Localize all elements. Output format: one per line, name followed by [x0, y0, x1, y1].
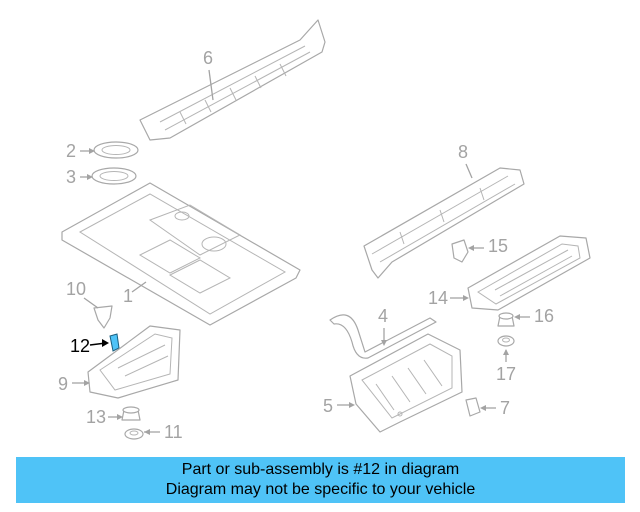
parts-diagram: 6 2 3 1 10 12	[58, 19, 591, 442]
part-14-step-board: 14	[428, 235, 591, 311]
callout-10-label: 10	[66, 279, 86, 299]
callout-14-label: 14	[428, 288, 448, 308]
callout-arrowheads	[84, 148, 520, 435]
part-8-sill-inner: 8	[363, 142, 525, 279]
part-2-plug: 2	[66, 141, 139, 161]
info-banner: Part or sub-assembly is #12 in diagram D…	[16, 457, 625, 503]
part-3-plug: 3	[66, 167, 137, 187]
part-11-nut: 11	[124, 422, 183, 442]
part-17-nut: 17	[496, 335, 516, 384]
callout-11-label: 11	[164, 422, 183, 442]
callout-8-leader	[465, 163, 473, 179]
part-10-clip: 10	[66, 279, 113, 329]
part-12-fastener: 12	[70, 333, 120, 356]
callout-7-label: 7	[500, 398, 510, 418]
callout-10-leader	[83, 297, 99, 309]
callout-5-label: 5	[323, 396, 333, 416]
part-15-bracket: 15	[451, 236, 508, 263]
callout-6-label: 6	[203, 48, 213, 68]
part-7-bracket: 7	[465, 397, 510, 418]
callout-6-leader	[208, 69, 214, 101]
part-6-rocker-panel: 6	[139, 19, 326, 141]
callout-9-label: 9	[58, 374, 68, 394]
part-9-storage-tray: 9	[58, 325, 181, 399]
callout-16-label: 16	[534, 306, 554, 326]
callout-8-label: 8	[458, 142, 468, 162]
callout-12-label: 12	[70, 336, 90, 356]
part-16-bolt: 16	[497, 306, 554, 327]
callout-15-label: 15	[488, 236, 508, 256]
part-1-floor-pan: 1	[61, 182, 301, 326]
callout-2-label: 2	[66, 141, 76, 161]
banner-line-2: Diagram may not be specific to your vehi…	[165, 481, 476, 498]
callout-13-label: 13	[86, 407, 106, 427]
callout-12-arrowhead	[102, 339, 109, 347]
part-13-bolt: 13	[86, 406, 141, 427]
callout-1-label: 1	[123, 286, 133, 306]
part-5-floor-side-member: 5	[323, 333, 463, 433]
callout-3-label: 3	[66, 167, 76, 187]
callout-1-leader	[131, 281, 147, 293]
banner-line-1: Part or sub-assembly is #12 in diagram	[181, 461, 460, 478]
callout-17-label: 17	[496, 364, 516, 384]
callout-4-label: 4	[378, 306, 388, 326]
